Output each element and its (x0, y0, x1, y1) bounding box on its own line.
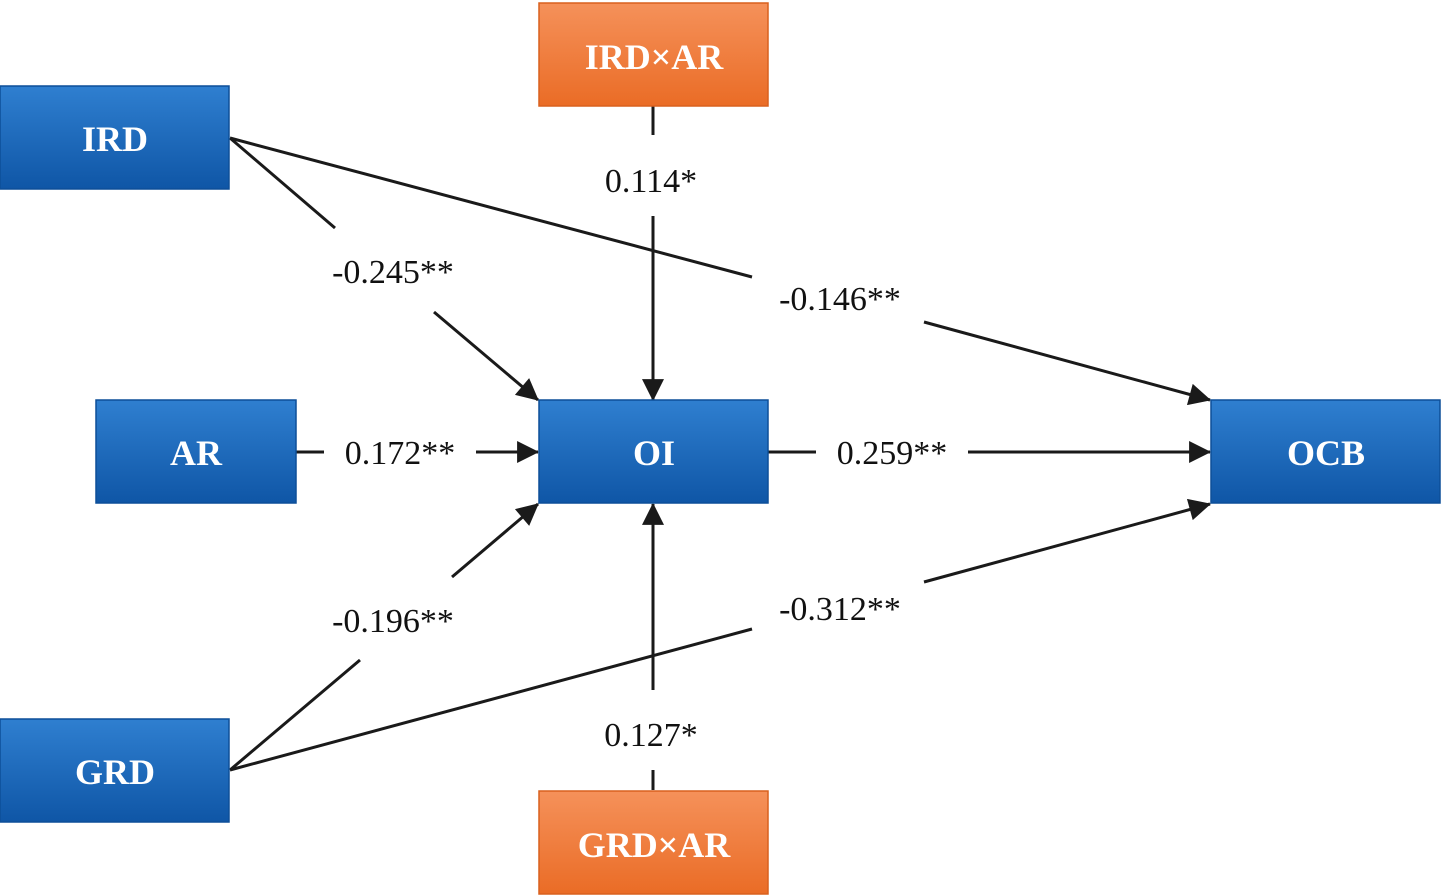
node-ird-label: IRD (82, 119, 148, 159)
node-ird-x-ar: IRD×AR (538, 2, 769, 107)
node-ocb-label: OCB (1287, 433, 1365, 473)
node-ar: AR (95, 399, 297, 504)
edge-grd-ocb (229, 498, 1212, 772)
coef-irdxar-oi: 0.114* (605, 163, 697, 200)
node-ird-x-ar-label: IRD×AR (585, 37, 725, 77)
coef-ar-oi: 0.172** (345, 435, 456, 472)
coef-ird-oi: -0.245** (332, 254, 454, 291)
coef-oi-ocb: 0.259** (837, 435, 948, 472)
node-grd-label: GRD (75, 752, 155, 792)
node-grd-x-ar: GRD×AR (538, 790, 769, 895)
node-grd: GRD (0, 718, 230, 823)
edge-ird-oi (229, 136, 539, 402)
coef-ird-ocb: -0.146** (779, 281, 901, 318)
node-ird: IRD (0, 85, 230, 190)
node-grd-x-ar-label: GRD×AR (578, 825, 732, 865)
node-oi-label: OI (633, 433, 675, 473)
coef-grdxar-oi: 0.127* (604, 717, 698, 754)
node-oi: OI (538, 399, 769, 504)
coef-grd-ocb: -0.312** (779, 591, 901, 628)
node-ar-label: AR (170, 433, 223, 473)
node-ocb: OCB (1210, 399, 1441, 504)
edge-grd-oi (229, 502, 539, 772)
coef-grd-oi: -0.196** (332, 603, 454, 640)
edge-ird-ocb (229, 136, 1212, 406)
